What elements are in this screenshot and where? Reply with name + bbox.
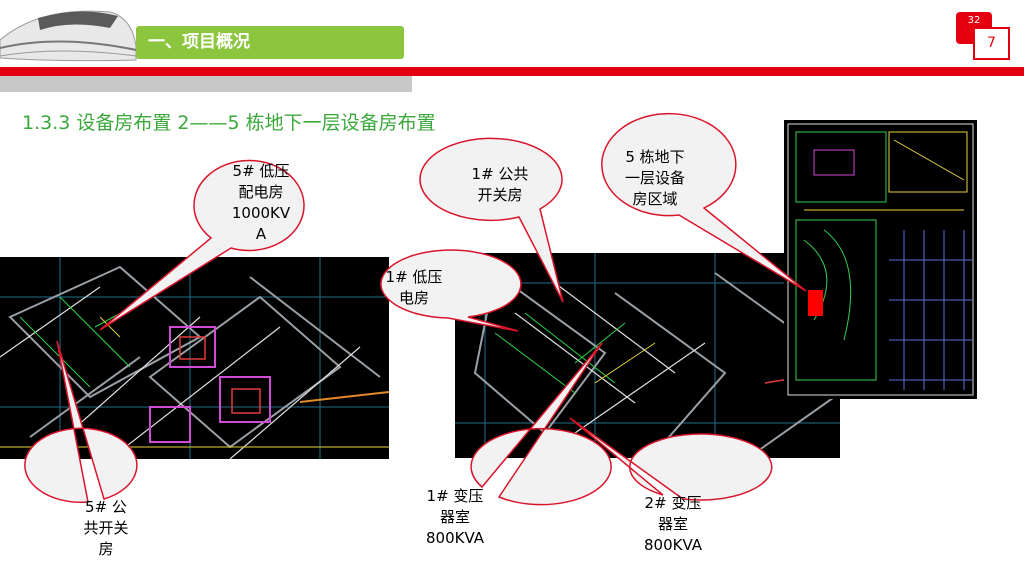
callout-5-switch-room-label: 5# 公共开关房 [83, 498, 129, 558]
section-tab: 一、项目概况 [136, 26, 404, 59]
site-overview-image [784, 120, 977, 399]
floor-plan-left-image [0, 257, 389, 459]
page-number: 7 [973, 27, 1010, 60]
highlight-marker [808, 290, 823, 316]
callout-1-switch-room-label: 1# 公共开关房 [471, 165, 529, 204]
header-rule-grey [0, 76, 412, 92]
callout-5-building-area-label: 5 栋地下一层设备房区域 [624, 148, 685, 208]
train-logo [0, 10, 137, 62]
header-rule [0, 67, 1024, 76]
total-pages: 32 [967, 15, 981, 26]
callout-1-lv-room-label: 1# 低压电房 [385, 268, 443, 307]
floor-plan-middle-image [455, 253, 840, 458]
slide-title: 1.3.3 设备房布置 2——5 栋地下一层设备房布置 [22, 112, 436, 134]
